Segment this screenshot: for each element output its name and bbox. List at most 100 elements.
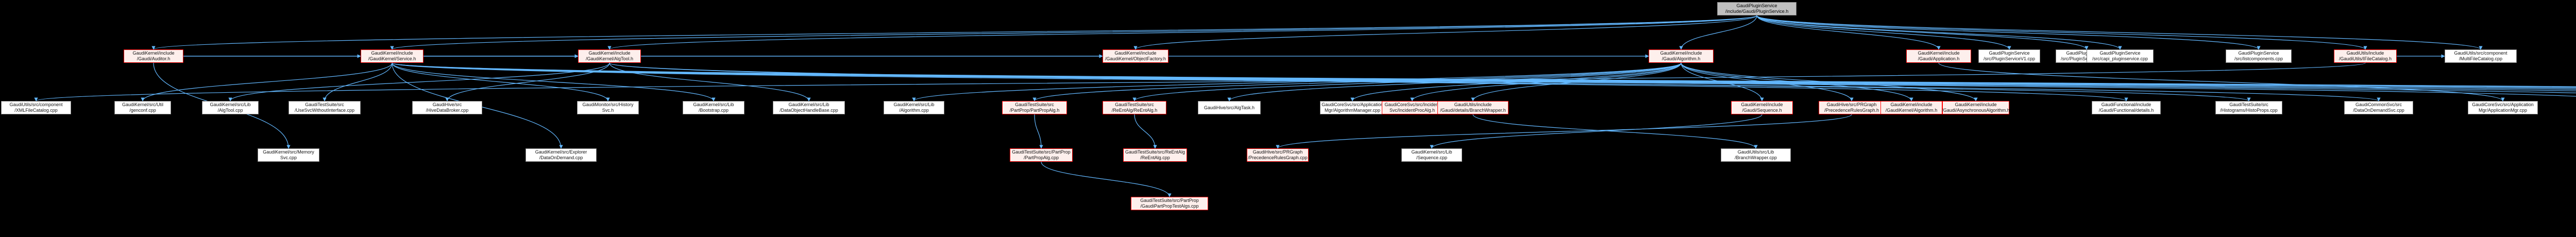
graph-node[interactable]: GaudiKernel/include/Gaudi/Auditor.h (124, 49, 183, 63)
graph-node-label-line1: GaudiUtils/include (2346, 50, 2384, 56)
graph-node-label-line2: /GaudiKernel/Algorithm.h (1885, 108, 1938, 113)
graph-node-label-line2: /ReEntAlg.cpp (1140, 155, 1170, 160)
graph-node[interactable]: GaudiUtils/include/Gaudi/details/BranchW… (1437, 101, 1509, 114)
graph-edge (1756, 15, 2261, 50)
graph-node-label-line2: /Gaudi/Algorithm.h (1662, 56, 1701, 61)
graph-node-label-line1: GaudiKernel/src/Lib (210, 102, 251, 107)
graph-node[interactable]: GaudiKernel/include/GaudiKernel/ObjectFa… (1103, 49, 1168, 63)
graph-node[interactable]: GaudiKernel/src/Lib/Bootstrap.cpp (683, 101, 744, 114)
graph-node-label-line1: GaudiHive/src/PRGraph (1252, 149, 1303, 155)
graph-node[interactable]: GaudiTestSuite/src/ReEntAlg/ReEntAlg.h (1103, 101, 1166, 114)
graph-node[interactable]: GaudiKernel/src/Lib/Algorithm.cpp (884, 101, 944, 114)
graph-edge (323, 62, 393, 101)
graph-node[interactable]: GaudiPluginService/src/capi_pluginservic… (2087, 49, 2154, 63)
graph-node-label-line2: /src/PluginServiceV2.cpp (2061, 56, 2112, 62)
graph-node[interactable]: GaudiKernel/src/Lib/DataObjectHandleBase… (773, 101, 845, 114)
graph-node[interactable]: GaudiKernel/src/Util/genconf.cpp (114, 101, 171, 114)
graph-node[interactable]: GaudiUtils/src/Lib/BranchWrapper.cpp (1721, 148, 1791, 162)
graph-node[interactable]: GaudiKernel/include/GaudiKernel/Service.… (361, 49, 423, 63)
graph-node-label-line1: GaudiPluginService (2066, 50, 2107, 56)
graph-node-label-line2: /PrecedenceRulesGraph.cpp (1248, 155, 1308, 160)
graph-node-label-line2: /src/PluginServiceV1.cpp (1983, 56, 2036, 61)
graph-node[interactable]: GaudiTestSuite/src/PartProp/PartPropAlg.… (1002, 101, 1067, 114)
graph-edge (1756, 15, 2367, 50)
graph-node[interactable]: GaudiKernel/include/Gaudi/Application.h (1906, 49, 1971, 63)
graph-edge (609, 62, 2251, 101)
graph-node[interactable]: GaudiKernel/include/GaudiKernel/Algorith… (1880, 101, 1942, 114)
graph-node-label-line2: /Algorithm.cpp (899, 108, 929, 113)
graph-node[interactable]: GaudiKernel/include/Gaudi/Algorithm.h (1649, 49, 1714, 63)
graph-edge (390, 15, 1757, 50)
graph-node[interactable]: GaudiFunctional/include/Gaudi/Functional… (2092, 101, 2161, 114)
graph-edge (392, 62, 2576, 97)
graph-node[interactable]: GaudiCommonSvc/src/DataOnDemandSvc.cpp (2344, 101, 2413, 114)
graph-edge (35, 62, 2366, 101)
graph-node[interactable]: GaudiKernel/src/Lib/Sequence.cpp (1401, 148, 1462, 162)
graph-node-label-line1: GaudiTestSuite/src (2229, 102, 2268, 107)
graph-edge (228, 62, 610, 101)
graph-edge (1041, 161, 1172, 197)
graph-node-root[interactable]: GaudiPluginService/include/Gaudi/PluginS… (1717, 2, 1797, 15)
graph-node[interactable]: GaudiKernel/src/Lib/AlgTool.cpp (202, 101, 259, 114)
graph-edge (392, 62, 610, 101)
graph-edge (392, 62, 2576, 87)
graph-node[interactable]: GaudiTestSuite/src/UseSvcWithoutInterfac… (289, 101, 361, 114)
graph-node-label-line1: GaudiTestSuite/src/PartProp (1140, 198, 1199, 203)
graph-node-label-line1: GaudiKernel/include (1114, 50, 1157, 56)
graph-node[interactable]: GaudiUtils/include/GaudiUtils/IFileCatal… (2334, 49, 2397, 63)
graph-node-label-line2: /Gaudi/details/BranchWrapper.h (1440, 108, 1506, 113)
graph-node-label-line1: GaudiKernel/include (132, 50, 175, 56)
graph-node[interactable]: GaudiUtils/src/component/XMLFileCatalog.… (1, 101, 71, 114)
graph-edge (1756, 15, 2483, 50)
graph-node-label-line2: /genconf.cpp (129, 108, 156, 113)
graph-node[interactable]: GaudiKernel/include/GaudiKernel/AlgTool.… (578, 49, 641, 63)
graph-node-label-line2: /GaudiKernel/AlgTool.h (585, 56, 634, 61)
graph-node-label-line1: GaudiKernel/src/Explorer (535, 149, 587, 155)
graph-node-label-line1: GaudiTestSuite/src (1115, 102, 1154, 107)
graph-node-label-line1: GaudiTestSuite/src (1015, 102, 1054, 107)
graph-node[interactable]: GaudiPluginService/src/PluginServiceV1.c… (1978, 49, 2040, 63)
graph-node-label-line1: GaudiKernel/include (1741, 102, 1783, 107)
graph-edge (1134, 114, 1157, 149)
graph-node-label-line2: /AlgTool.cpp (217, 108, 243, 113)
graph-node-label-line2: /Bootstrap.cpp (698, 108, 729, 113)
graph-node[interactable]: GaudiKernel/src/Explorer/DataOnDemand.cp… (526, 148, 597, 162)
graph-edge (1756, 15, 1941, 50)
graph-node[interactable]: GaudiKernel/include/Gaudi/Sequence.h (1731, 101, 1793, 114)
graph-node[interactable]: GaudiTestSuite/src/Histograms/HistoProps… (2215, 101, 2282, 114)
graph-node[interactable]: GaudiHive/src/PRGraph/PrecedenceRulesGra… (1247, 148, 1309, 162)
graph-node-label-line2: /Histograms/HistoProps.cpp (2220, 108, 2278, 113)
graph-node-label-line1: GaudiKernel/include (588, 50, 631, 56)
graph-node[interactable]: GaudiHive/src/PRGraph/PrecedenceRulesGra… (1819, 101, 1885, 114)
graph-node[interactable]: GaudiHive/src/HiveDataBroker.cpp (412, 101, 482, 114)
graph-node[interactable]: GaudiUtils/src/component/MultiFileCatalo… (2445, 49, 2517, 63)
graph-node-label-line2: /DataOnDemand.cpp (539, 155, 583, 160)
graph-edge (392, 62, 716, 101)
graph-node[interactable]: GaudiTestSuite/src/PartProp/PartPropAlg.… (1010, 148, 1073, 162)
graph-node-label-line1: GaudiUtils/src/Lib (1737, 149, 1774, 155)
graph-node[interactable]: GaudiPluginService/src/listcomponents.cp… (2226, 49, 2292, 63)
graph-node-label-line2: /PartPropAlg.cpp (1023, 155, 1059, 160)
graph-node[interactable]: GaudiKernel/include/Gaudi/AsynchronousAl… (1942, 101, 2010, 114)
graph-edge (445, 62, 610, 101)
graph-node-label-line2: /UseSvcWithoutInterface.cpp (294, 108, 355, 113)
graph-node-label-line1: GaudiKernel/src/Memory (263, 149, 314, 155)
graph-node-label-line1: GaudiKernel/include (371, 50, 413, 56)
graph-edge (141, 62, 393, 101)
graph-node-label-line1: GaudiPluginService (1989, 50, 2030, 56)
graph-node-label-line1: GaudiCoreSvc/src/Application (1321, 102, 1383, 107)
graph-node-label-line2: Mgr/ApplicationMgr.cpp (2478, 108, 2528, 113)
graph-node[interactable]: GaudiTestSuite/src/PartProp/GaudiPartPro… (1131, 197, 1208, 210)
graph-node[interactable]: GaudiTestSuite/src/ReEntAlg/ReEntAlg.cpp (1123, 148, 1187, 162)
graph-node-label-line2: /src/listcomponents.cpp (2234, 56, 2283, 61)
graph-node-label-line2: Mgr/AlgorithmManager.cpp (1324, 108, 1381, 113)
graph-node-label-line2: /HiveDataBroker.cpp (426, 108, 469, 113)
graph-node[interactable]: GaudiHive/src/AlgTask.h (1198, 101, 1261, 114)
graph-edge (1276, 114, 1852, 149)
